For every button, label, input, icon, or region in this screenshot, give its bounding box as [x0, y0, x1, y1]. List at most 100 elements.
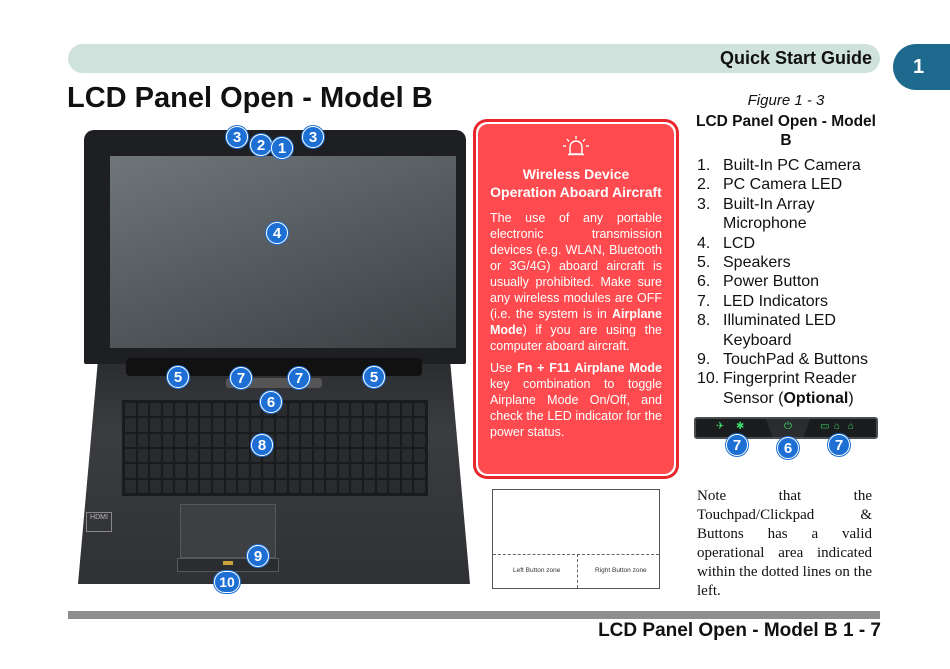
keyboard-key — [150, 403, 161, 417]
keyboard-key — [401, 418, 413, 432]
keyboard-key — [414, 403, 425, 417]
callout-7b: 7 — [288, 367, 310, 389]
keyboard-key — [263, 448, 274, 463]
keyboard-key — [326, 464, 337, 478]
power-led-icon: ⏻ — [784, 421, 792, 432]
keyboard-key — [326, 418, 337, 432]
page-title: LCD Panel Open - Model B — [67, 82, 433, 114]
keyboard-key — [162, 403, 174, 417]
header-bar — [68, 44, 880, 73]
keyboard-key — [238, 418, 249, 432]
keyboard-key — [225, 403, 237, 417]
keyboard-key — [401, 464, 413, 478]
keyboard-key — [313, 479, 325, 493]
keyboard-key — [200, 479, 212, 493]
keyboard-key — [275, 433, 287, 447]
keyboard-key — [414, 448, 425, 463]
led-callout-7b: 7 — [828, 434, 850, 456]
warning-paragraph-1: The use of any portable electronic trans… — [490, 211, 662, 353]
keyboard-key — [225, 433, 237, 447]
legend-item: 1.Built-In PC Camera — [697, 157, 861, 174]
keyboard-key — [238, 448, 249, 463]
keyboard-key — [238, 464, 249, 478]
keyboard-key — [250, 464, 262, 478]
fingerprint-sensor — [223, 561, 233, 565]
legend-item: 3.Built-In Array Microphone — [697, 195, 815, 233]
keyboard-key — [364, 433, 375, 447]
keyboard-key — [338, 479, 350, 493]
keyboard-key — [213, 448, 224, 463]
led-indicator-strip: ✈ ✱ ⏻ ▭ ⌂ ⌂ — [694, 417, 878, 439]
power-strip — [226, 378, 322, 388]
keyboard-key — [275, 448, 287, 463]
keyboard-key — [313, 403, 325, 417]
callout-10: 10 — [214, 571, 240, 593]
keyboard-key — [162, 433, 174, 447]
keyboard-key — [275, 418, 287, 432]
keyboard-key — [225, 448, 237, 463]
keyboard-key — [263, 418, 274, 432]
keyboard-key — [389, 433, 400, 447]
keyboard-key — [125, 418, 136, 432]
num-led-icon: ⌂ — [848, 421, 855, 432]
keyboard-key — [137, 418, 149, 432]
keyboard-key — [401, 479, 413, 493]
keyboard-key — [187, 448, 199, 463]
keyboard-key — [200, 464, 212, 478]
keyboard-key — [351, 418, 363, 432]
keyboard-key — [288, 403, 300, 417]
callout-1: 1 — [271, 137, 293, 159]
keyboard-key — [125, 479, 136, 493]
zone-divider-horizontal — [493, 554, 659, 555]
keyboard-key — [175, 464, 186, 478]
legend-list: 1.Built-In PC Camera 2.PC Camera LED 3.B… — [697, 156, 887, 408]
legend-item: 4.LCD — [697, 234, 756, 252]
keyboard-key — [200, 418, 212, 432]
keyboard-key — [351, 479, 363, 493]
keyboard-key — [376, 433, 388, 447]
left-button-zone-label: Left Button zone — [513, 567, 561, 574]
keyboard-key — [162, 479, 174, 493]
keyboard-key — [313, 448, 325, 463]
keyboard-key — [376, 464, 388, 478]
figure-caption: Figure 1 - 3 — [747, 92, 825, 109]
warning-box: Wireless Device Operation Aboard Aircraf… — [473, 119, 679, 479]
keyboard-key — [288, 433, 300, 447]
keyboard-key — [288, 464, 300, 478]
keyboard-key — [213, 418, 224, 432]
keyboard-key — [401, 403, 413, 417]
callout-9: 9 — [247, 545, 269, 567]
legend-item: 10.Fingerprint Reader Sensor (Optional) — [697, 370, 857, 407]
keyboard-key — [414, 479, 425, 493]
keyboard-key — [326, 403, 337, 417]
keyboard-key — [326, 433, 337, 447]
keyboard-key — [275, 403, 287, 417]
keyboard-key — [137, 403, 149, 417]
callout-6: 6 — [260, 391, 282, 413]
keyboard-key — [326, 448, 337, 463]
legend-item: 2.PC Camera LED — [697, 176, 843, 194]
header-title: Quick Start Guide — [719, 48, 872, 68]
keyboard-key — [301, 418, 312, 432]
keyboard-key — [376, 448, 388, 463]
figure-title: LCD Panel Open - Model B — [696, 113, 876, 149]
keyboard-key — [175, 433, 186, 447]
keyboard-key — [351, 464, 363, 478]
keyboard-key — [414, 418, 425, 432]
warning-paragraph-2: Use Fn + F11 Airplane Mode key combinati… — [490, 361, 662, 439]
callout-7: 7 — [230, 367, 252, 389]
keyboard-key — [301, 433, 312, 447]
keyboard-key — [175, 418, 186, 432]
callout-8: 8 — [251, 434, 273, 456]
keyboard-key — [376, 403, 388, 417]
keyboard-key — [364, 464, 375, 478]
keyboard-key — [125, 433, 136, 447]
callout-5: 5 — [167, 366, 189, 388]
legend-item: 8.Illuminated LED Keyboard — [697, 312, 836, 349]
callout-3b: 3 — [302, 126, 324, 148]
keyboard-key — [213, 433, 224, 447]
keyboard-key — [250, 479, 262, 493]
callout-5b: 5 — [363, 366, 385, 388]
keyboard-key — [250, 448, 262, 463]
legend-item: 7.LED Indicators — [697, 292, 828, 310]
